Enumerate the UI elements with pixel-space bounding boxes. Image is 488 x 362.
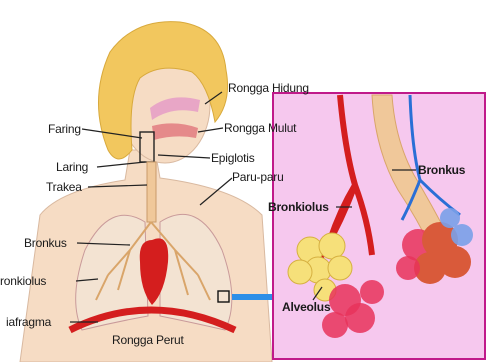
label-laring: Laring	[56, 160, 88, 174]
label-rongga-hidung: Rongga Hidung	[228, 81, 309, 95]
trachea	[147, 162, 156, 222]
label-diafragma: iafragma	[6, 315, 51, 329]
label-bronkus-left: Bronkus	[24, 236, 67, 250]
label-trakea: Trakea	[46, 180, 82, 194]
label-bronkiolus-left: ronkiolus	[0, 274, 46, 288]
label-epiglotis: Epiglotis	[211, 151, 255, 165]
label-bronkiolus-right: Bronkiolus	[268, 200, 329, 214]
label-bronkus-right: Bronkus	[418, 163, 465, 177]
label-paru-paru: Paru-paru	[232, 170, 284, 184]
label-faring: Faring	[48, 122, 81, 136]
label-rongga-perut: Rongga Perut	[112, 333, 184, 347]
label-rongga-mulut: Rongga Mulut	[224, 121, 296, 135]
label-alveolus: Alveolus	[282, 300, 330, 314]
lung-detail-inset	[273, 93, 485, 359]
